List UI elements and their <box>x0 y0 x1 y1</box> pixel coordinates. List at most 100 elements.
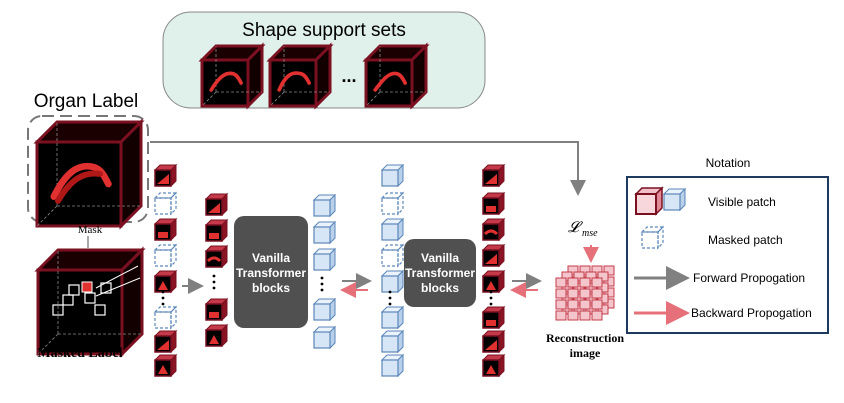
visible-patch-blue-cube <box>312 247 337 272</box>
visible-patch-blue-cube <box>380 353 405 378</box>
transformer-2-line2: Transformer <box>405 266 475 280</box>
visible-patch-cube <box>481 191 506 216</box>
transformer-2-line1: Vanilla <box>421 251 459 265</box>
masked-patch-cube <box>640 225 665 250</box>
transformer-1-line3: blocks <box>252 281 290 295</box>
mask-visible-patch <box>81 281 93 293</box>
recon-voxel <box>567 310 579 321</box>
visible-patch-cube <box>204 323 229 348</box>
visible-patch-cube <box>153 163 178 188</box>
label-to-loss-arrow <box>150 141 586 196</box>
reconstruction-cube <box>555 265 615 321</box>
recon-voxel <box>579 310 591 321</box>
loss-symbol: 𝓛 <box>568 220 583 236</box>
visible-patch-blue-cube <box>380 329 405 354</box>
mask-label: Mask <box>78 224 103 236</box>
transformer-block-2: Vanilla Transformer blocks <box>404 239 476 307</box>
mask-patch-marker <box>68 284 80 296</box>
recon-voxel <box>579 277 591 288</box>
visible-patch-cube <box>481 269 506 294</box>
recon-voxel <box>597 271 609 282</box>
visible-patch-cube <box>481 329 506 354</box>
visible-patch-cube <box>204 244 229 269</box>
recon-voxel <box>603 265 615 276</box>
organ-label-group: Organ Label <box>27 91 149 230</box>
masked-patch-cube <box>153 305 178 330</box>
visible-patch-blue-cube <box>312 297 337 322</box>
organ-label-title: Organ Label <box>34 91 139 112</box>
transformer-2-line3: blocks <box>421 281 459 295</box>
recon-voxel <box>573 271 585 282</box>
visible-patch-cube <box>153 217 178 242</box>
organ-label-cube <box>33 118 145 230</box>
support-cube-1 <box>198 42 266 110</box>
masked-label-cube <box>34 246 146 358</box>
patch-columns <box>153 163 506 378</box>
loss-subscript: mse <box>582 228 598 239</box>
column-ellipsis <box>161 290 165 306</box>
notation-panel: Notation Visible patch Masked patch Forw… <box>626 156 829 334</box>
recon-voxel <box>555 277 567 288</box>
visible-patch-cube <box>153 353 178 378</box>
recon-voxel <box>555 288 567 299</box>
support-set-panel: Shape support sets ... <box>162 11 486 110</box>
visible-patch-blue-cube <box>312 220 337 245</box>
reconstruction-line2: image <box>570 346 601 360</box>
flow-arrows <box>182 245 599 298</box>
notation-visible-red-cube <box>634 186 664 216</box>
visible-patch-blue-cube <box>380 217 405 242</box>
mask-patch-marker <box>84 292 96 304</box>
visible-patch-blue-cube <box>312 193 337 218</box>
notation-masked-text: Masked patch <box>708 233 783 247</box>
visible-patch-blue-cube <box>312 325 337 350</box>
recon-voxel <box>567 265 579 276</box>
visible-patch-cube <box>153 269 178 294</box>
visible-patch-blue-cube <box>380 163 405 188</box>
masked-patch-cube <box>380 243 405 268</box>
recon-voxel <box>579 288 591 299</box>
support-set-ellipsis: ... <box>341 66 356 86</box>
support-set-title: Shape support sets <box>242 20 406 41</box>
visible-patch-cube <box>481 217 506 242</box>
notation-visible-text: Visible patch <box>708 195 776 209</box>
visible-patch-cube <box>204 218 229 243</box>
visible-patch-cube <box>204 297 229 322</box>
recon-voxel <box>567 288 579 299</box>
visible-patch-cube <box>481 243 506 268</box>
loss-mse: 𝓛 mse <box>568 220 598 239</box>
notation-title: Notation <box>706 156 751 170</box>
masked-label-body <box>34 246 146 358</box>
recon-voxel <box>567 299 579 310</box>
recon-voxel <box>555 299 567 310</box>
masked-label-text: Masked Label <box>37 346 122 361</box>
masked-patch-cube <box>153 243 178 268</box>
column-ellipsis <box>320 276 324 292</box>
support-cube-3 <box>362 42 430 110</box>
recon-voxel <box>591 310 603 321</box>
transformer-1-line1: Vanilla <box>252 251 290 265</box>
transformer-1-line2: Transformer <box>236 266 306 280</box>
column-ellipsis <box>388 290 392 306</box>
recon-voxel <box>561 271 573 282</box>
notation-backward-text: Backward Propogation <box>691 306 812 320</box>
mask-patch-marker <box>94 304 106 316</box>
column-ellipsis <box>489 290 493 306</box>
visible-patch-blue-cube <box>380 305 405 330</box>
recon-voxel <box>555 310 567 321</box>
support-cube-2 <box>266 42 334 110</box>
mask-patch-marker <box>52 304 64 316</box>
recon-voxel <box>585 271 597 282</box>
recon-voxel <box>579 299 591 310</box>
visible-patch-cube <box>153 329 178 354</box>
recon-voxel <box>591 265 603 276</box>
transformer-block-1: Vanilla Transformer blocks <box>234 216 308 328</box>
recon-voxel <box>591 288 603 299</box>
mask-patch-marker <box>62 294 74 306</box>
masked-patch-cube <box>153 191 178 216</box>
column-ellipsis <box>212 274 216 290</box>
reconstruction-line1: Reconstruction <box>546 331 624 345</box>
visible-patch-blue-cube <box>662 187 687 212</box>
notation-forward-text: Forward Propogation <box>693 271 805 285</box>
